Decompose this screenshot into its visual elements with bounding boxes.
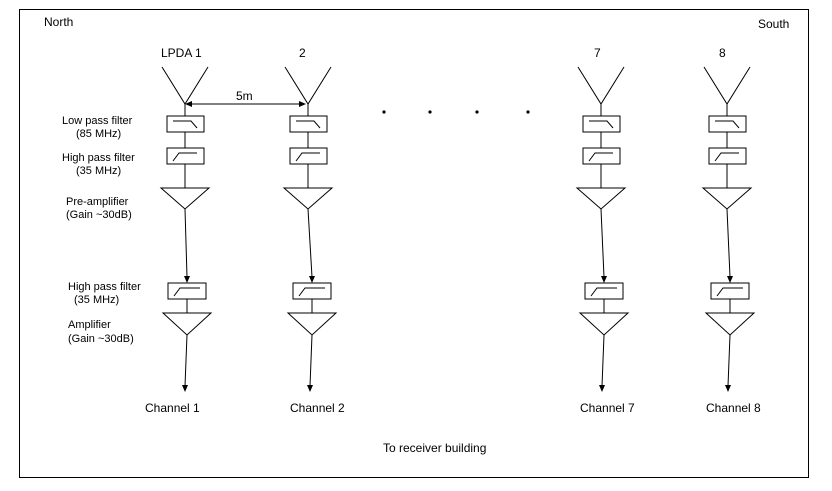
high-pass-filter bbox=[289, 147, 328, 165]
arrowhead bbox=[599, 385, 605, 392]
arrowhead bbox=[182, 385, 188, 392]
antenna-icon bbox=[161, 66, 209, 105]
amplifier bbox=[161, 312, 213, 336]
arrowhead bbox=[727, 276, 733, 283]
arrowhead bbox=[307, 385, 313, 392]
high-pass-filter-2 bbox=[167, 282, 207, 300]
amp-label-line2: (Gain ~30dB) bbox=[68, 333, 134, 345]
antenna-label: 8 bbox=[719, 46, 726, 60]
ellipsis-dot bbox=[475, 110, 479, 114]
high-pass-symbol bbox=[173, 287, 200, 297]
low-pass-symbol bbox=[589, 120, 614, 129]
output-line bbox=[309, 334, 313, 387]
low-pass-symbol bbox=[296, 120, 321, 129]
amplifier bbox=[578, 312, 630, 336]
low-pass-symbol bbox=[173, 120, 198, 129]
amp-label-line1: Amplifier bbox=[68, 319, 111, 331]
arrowhead bbox=[309, 276, 315, 283]
lpf-label-line2: (85 MHz) bbox=[76, 128, 121, 140]
hpf1-label-line2: (35 MHz) bbox=[76, 165, 121, 177]
antenna-icon bbox=[703, 66, 751, 105]
high-pass-symbol bbox=[714, 152, 739, 162]
signal-line bbox=[307, 208, 313, 278]
channel-label: Channel 7 bbox=[580, 401, 635, 415]
lpf-label-line1: Low pass filter bbox=[62, 115, 133, 127]
ellipsis-dot bbox=[382, 110, 386, 114]
high-pass-symbol bbox=[172, 152, 197, 162]
high-pass-symbol bbox=[588, 152, 613, 162]
antenna-label: 2 bbox=[299, 46, 306, 60]
channel-label: Channel 8 bbox=[706, 401, 761, 415]
preamplifier bbox=[575, 187, 627, 210]
preamplifier bbox=[282, 187, 334, 210]
hpf2-label-line1: High pass filter bbox=[68, 281, 141, 293]
high-pass-filter-2 bbox=[292, 282, 332, 300]
channel-label: Channel 1 bbox=[145, 401, 200, 415]
output-line bbox=[727, 334, 731, 387]
output-line bbox=[601, 334, 605, 387]
signal-line bbox=[600, 208, 605, 278]
signal-line bbox=[184, 208, 188, 278]
spacing-arrow bbox=[185, 101, 306, 107]
channel-column-1: LPDA 1 Channel 1 bbox=[145, 46, 213, 415]
high-pass-symbol bbox=[590, 287, 617, 297]
high-pass-filter-2 bbox=[584, 282, 624, 300]
preamp-label-line2: (Gain ~30dB) bbox=[66, 209, 132, 221]
high-pass-symbol bbox=[298, 287, 325, 297]
spacing-label: 5m bbox=[236, 89, 253, 103]
high-pass-filter-2 bbox=[710, 282, 750, 300]
high-pass-filter bbox=[166, 147, 205, 165]
arrowhead bbox=[601, 276, 607, 283]
amplifier bbox=[286, 312, 338, 336]
preamplifier bbox=[159, 187, 211, 210]
south-label: South bbox=[758, 17, 789, 31]
preamp-label-line1: Pre-amplifier bbox=[66, 196, 129, 208]
hpf2-label-line2: (35 MHz) bbox=[74, 294, 119, 306]
antenna-icon bbox=[284, 66, 332, 105]
output-line bbox=[184, 334, 188, 387]
high-pass-symbol bbox=[716, 287, 743, 297]
ellipsis-dots bbox=[382, 110, 530, 114]
high-pass-filter bbox=[708, 147, 747, 165]
preamplifier bbox=[701, 187, 753, 210]
antenna-icon bbox=[577, 66, 625, 105]
amplifier bbox=[704, 312, 756, 336]
low-pass-symbol bbox=[715, 120, 740, 129]
antenna-label: LPDA 1 bbox=[161, 46, 202, 60]
high-pass-filter bbox=[582, 147, 621, 165]
ellipsis-dot bbox=[428, 110, 432, 114]
low-pass-filter bbox=[289, 115, 328, 133]
ellipsis-dot bbox=[526, 110, 530, 114]
arrowhead bbox=[725, 385, 731, 392]
low-pass-filter bbox=[708, 115, 747, 133]
hpf1-label-line1: High pass filter bbox=[62, 152, 135, 164]
footer-label: To receiver building bbox=[383, 441, 486, 455]
low-pass-filter bbox=[582, 115, 621, 133]
north-label: North bbox=[44, 15, 73, 29]
high-pass-symbol bbox=[295, 152, 320, 162]
channel-label: Channel 2 bbox=[290, 401, 345, 415]
antenna-label: 7 bbox=[594, 46, 601, 60]
diagram-frame bbox=[19, 9, 809, 478]
signal-line bbox=[726, 208, 731, 278]
arrowhead bbox=[184, 276, 190, 283]
low-pass-filter bbox=[166, 115, 205, 133]
